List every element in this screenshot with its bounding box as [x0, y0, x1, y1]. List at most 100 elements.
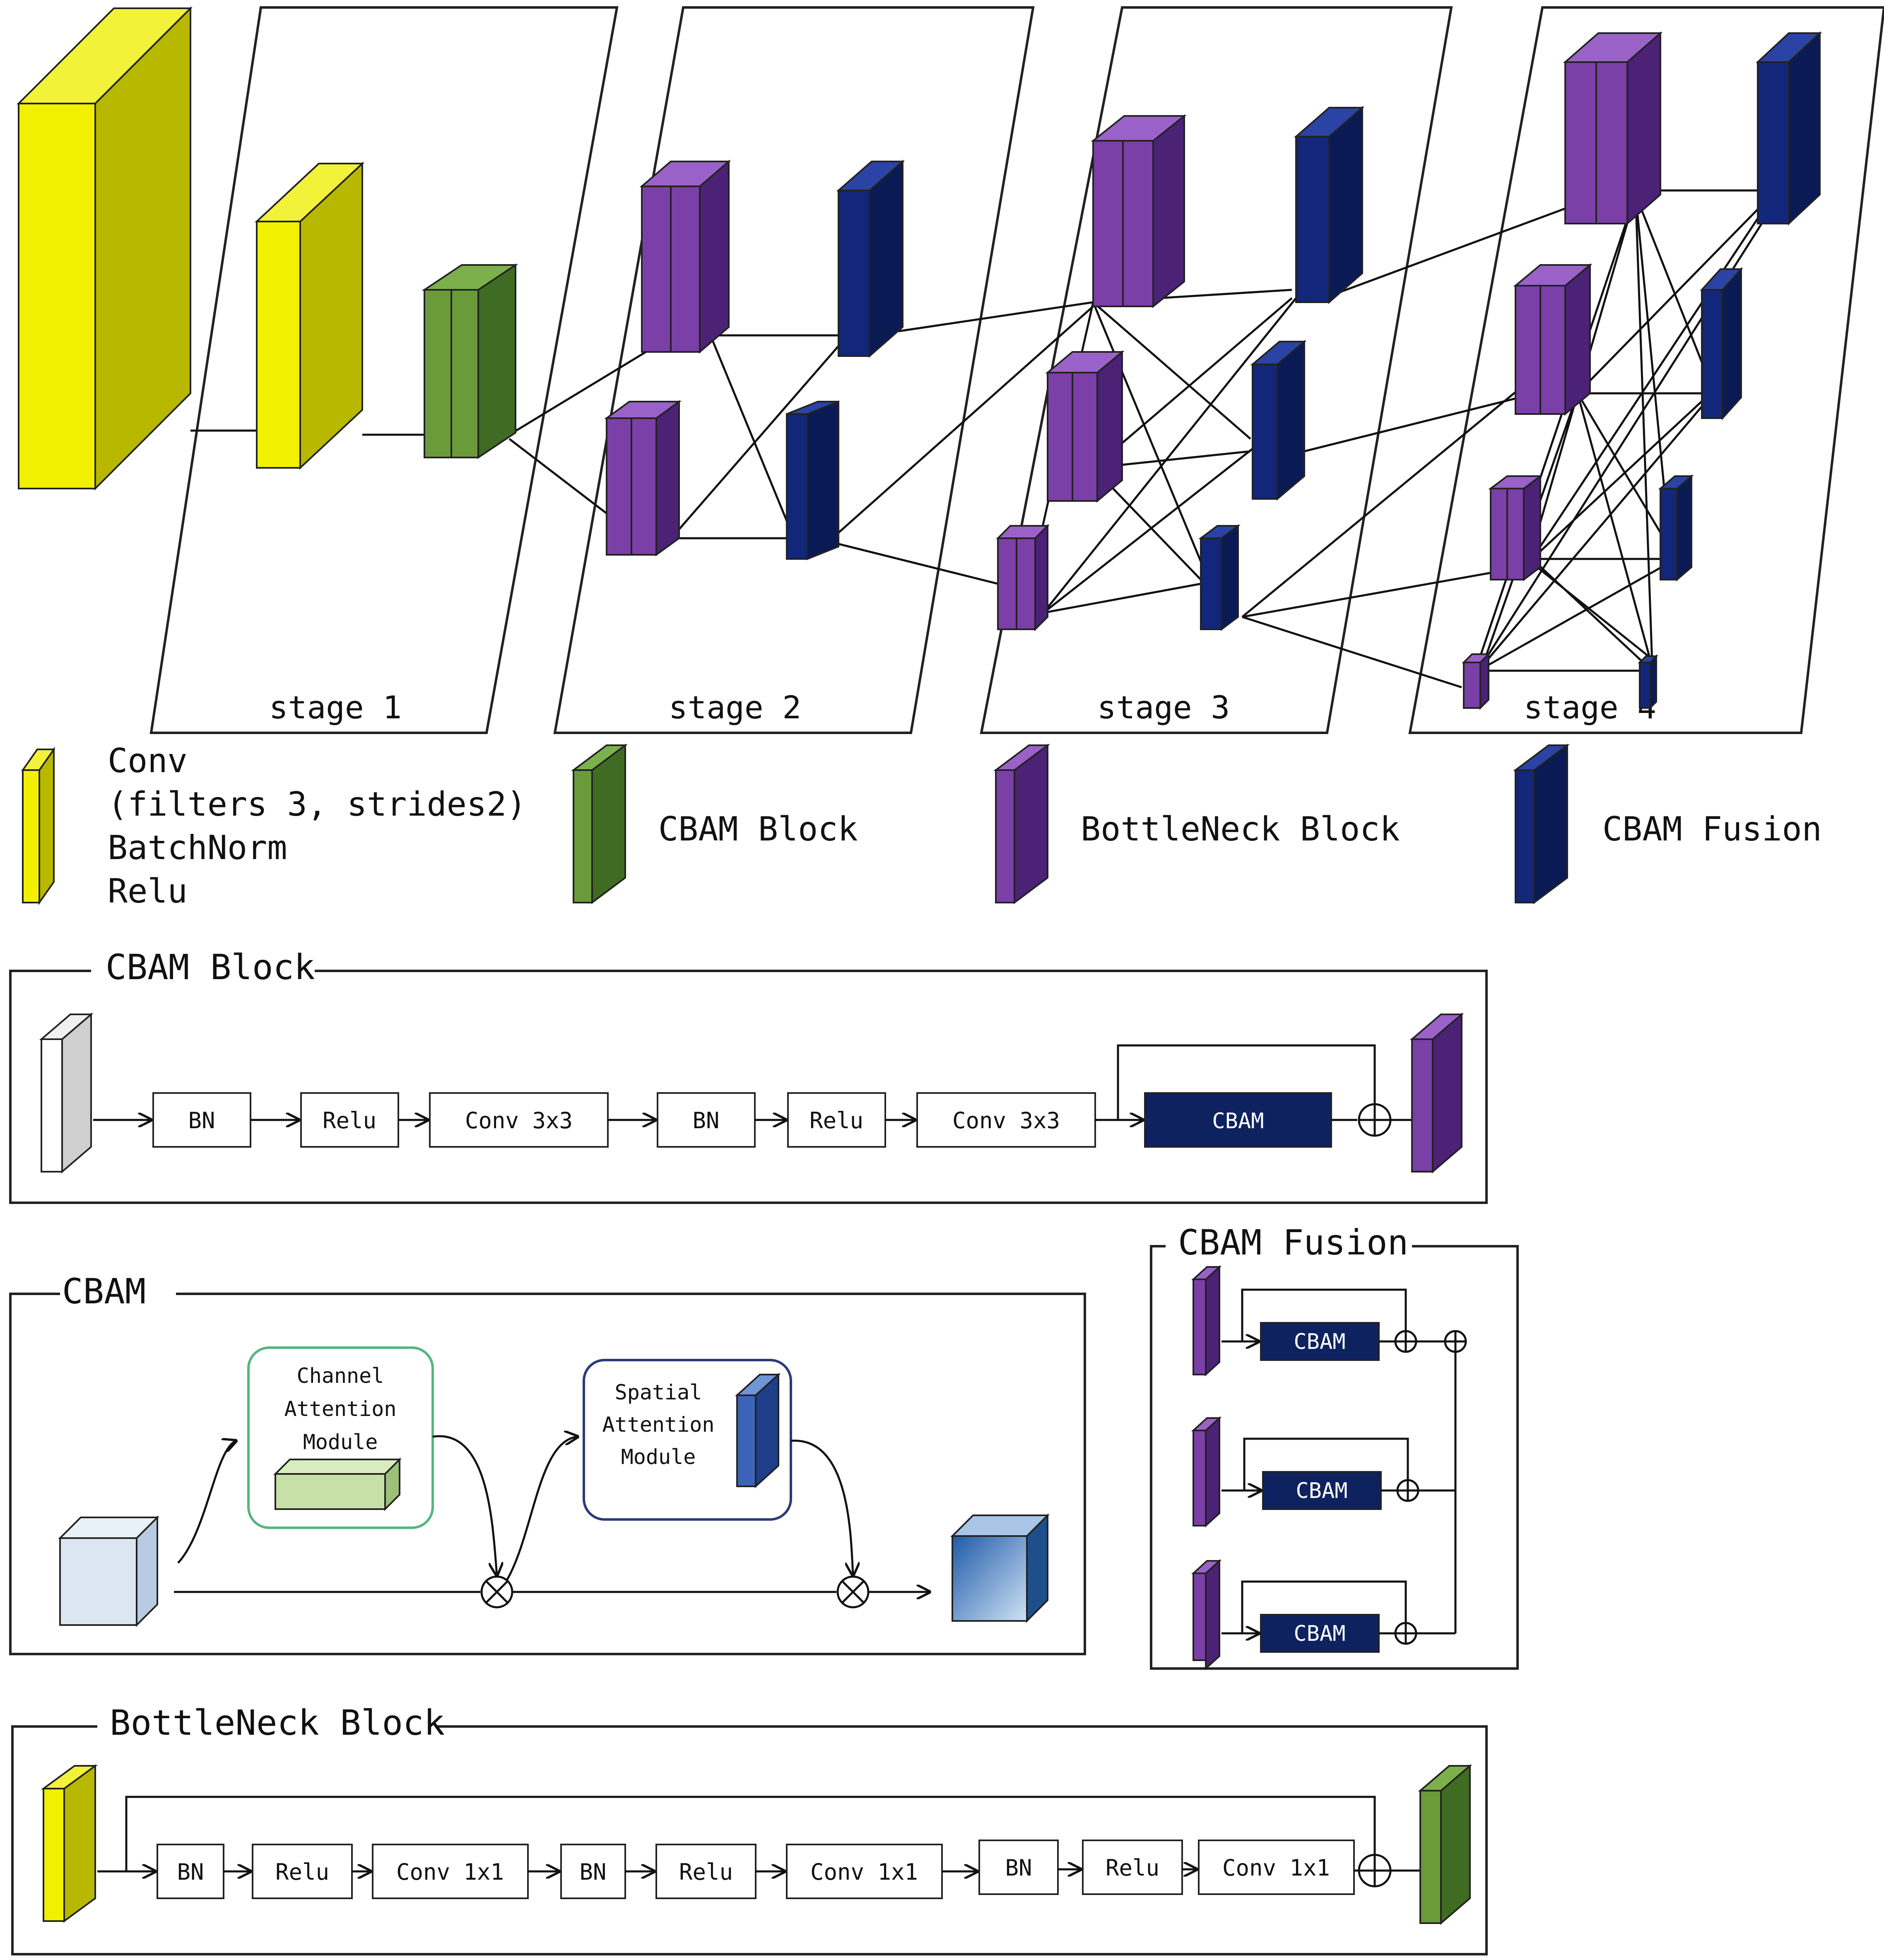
- stage-3-label: stage 3: [1097, 689, 1230, 726]
- channel-attention-line-2: Attention: [284, 1397, 397, 1421]
- stage4-fusion-1: [1755, 31, 1822, 226]
- bn-step-1-label: BN: [177, 1859, 204, 1885]
- cbam-step-attention-label: CBAM: [1212, 1109, 1264, 1134]
- network-overview: stage 1 stage 2 stage 3 stage 4: [17, 6, 1884, 734]
- cbam-fusion-panel: CBAM Fusion CBAM: [1150, 1222, 1519, 1671]
- fusion-row-2-cbam: [1262, 1471, 1382, 1510]
- stage1-cbam-block: [422, 263, 518, 459]
- legend-conv-line-2: (filters 3, strides2): [108, 785, 526, 823]
- spatial-attention-line-3: Module: [621, 1445, 696, 1469]
- stage4-bottleneck-4: [1462, 652, 1491, 710]
- channel-attention-line-3: Module: [303, 1430, 378, 1454]
- legend-conv-swatch: [21, 746, 55, 905]
- cbam-step-conv-1-label: Conv 3x3: [465, 1108, 573, 1134]
- stage2-fusion-bottom: [786, 400, 839, 560]
- stage4-bottleneck-3: [1488, 474, 1543, 581]
- fusion-row-2-sum: [1396, 1479, 1419, 1502]
- stage-1-label: stage 1: [269, 689, 402, 726]
- stage3-bottleneck-1: [1091, 114, 1187, 308]
- stage3-fusion-1: [1294, 106, 1365, 304]
- bn-step-7-label: BN: [1005, 1855, 1032, 1881]
- bn-step-6-label: Conv 1x1: [810, 1859, 918, 1885]
- fusion-row-1-sum: [1394, 1330, 1417, 1353]
- legend-cbam-block-label: CBAM Block: [658, 810, 858, 848]
- bn-step-9-label: Conv 1x1: [1222, 1855, 1330, 1881]
- cbam-step-bn-1-label: BN: [188, 1108, 215, 1134]
- cbam-panel: CBAM Channel Attention Module Spatial At…: [9, 1271, 1086, 1655]
- legend-conv-line-1: Conv: [108, 742, 188, 780]
- spatial-attention-line-2: Attention: [602, 1413, 715, 1437]
- cbam-step-conv-2-label: Conv 3x3: [952, 1108, 1060, 1134]
- bn-step-6: [786, 1844, 943, 1899]
- stage-1-frame: [149, 6, 619, 734]
- cbam-step-conv-2: [916, 1092, 1096, 1148]
- channel-attention-line-1: Channel: [297, 1364, 384, 1388]
- fusion-row-2-cbam-label: CBAM: [1296, 1478, 1347, 1503]
- bn-step-3-label: Conv 1x1: [396, 1859, 504, 1885]
- fusion-row-1-input: [1191, 1265, 1222, 1377]
- bottleneck-panel: BottleNeck Block BN Relu Conv 1x1 BN Rel…: [11, 1702, 1488, 1955]
- cbam-output-cube: [950, 1513, 1050, 1623]
- stage2-fusion-top: [836, 159, 905, 358]
- stage3-fusion-2: [1250, 340, 1307, 501]
- stage4-fusion-2: [1700, 267, 1743, 421]
- fusion-row-3-input: [1191, 1559, 1222, 1671]
- stage-3-frame: [980, 6, 1453, 734]
- cbam-step-conv-1: [429, 1092, 609, 1148]
- legend-conv-line-3: BatchNorm: [108, 828, 287, 867]
- spatial-multiply-op: [836, 1575, 870, 1608]
- legend: Conv (filters 3, strides2) BatchNorm Rel…: [21, 742, 1822, 910]
- cbam-fusion-panel-title: CBAM Fusion: [1178, 1222, 1408, 1263]
- fusion-row-3-sum: [1394, 1622, 1417, 1645]
- cbam-step-relu-1-label: Relu: [323, 1108, 376, 1134]
- bn-step-7: [978, 1840, 1059, 1895]
- cbam-step-bn-2: [657, 1092, 756, 1148]
- legend-bottleneck-swatch: [993, 744, 1050, 904]
- stage4-bottleneck-1: [1563, 31, 1663, 226]
- bottleneck-output-cube: [1418, 1764, 1472, 1925]
- stage2-bottleneck-top: [639, 159, 731, 354]
- bottleneck-input-cube: [41, 1764, 98, 1923]
- stage3-bottleneck-3: [996, 524, 1050, 631]
- bn-step-8: [1082, 1840, 1183, 1895]
- legend-cbam-fusion-label: CBAM Fusion: [1602, 810, 1822, 848]
- cbam-panel-title: CBAM: [62, 1271, 146, 1312]
- stage-2-frame: [553, 6, 1035, 734]
- legend-cbam-fusion-swatch: [1513, 744, 1570, 904]
- cbam-panel-input-cube: [39, 1012, 94, 1174]
- cbam-panel-output-cube: [1409, 1012, 1464, 1174]
- channel-attention-feature-bar: [273, 1457, 402, 1511]
- stage-2-label: stage 2: [669, 689, 801, 726]
- stage4-bottleneck-2: [1513, 263, 1592, 416]
- stage-4-frame: [1408, 6, 1884, 734]
- cbam-step-relu-2-label: Relu: [809, 1108, 863, 1134]
- bn-step-5: [655, 1844, 756, 1899]
- cbam-step-attention: [1144, 1092, 1332, 1148]
- cbam-step-bn-2-label: BN: [692, 1108, 719, 1134]
- legend-bottleneck-label: BottleNeck Block: [1081, 810, 1400, 848]
- fusion-row-3-cbam-label: CBAM: [1294, 1621, 1345, 1646]
- fusion-row-2-input: [1191, 1416, 1222, 1528]
- stage3-bottleneck-2: [1045, 350, 1125, 503]
- stage1-conv-block: [254, 161, 365, 470]
- cbam-block-panel: CBAM Block BN Relu Conv 3x3 BN Relu Conv…: [9, 947, 1488, 1204]
- cbam-input-cube: [58, 1515, 159, 1627]
- bn-step-8-label: Relu: [1106, 1855, 1159, 1881]
- bn-step-5-label: Relu: [679, 1859, 733, 1885]
- stage4-fusion-3: [1658, 474, 1694, 582]
- bn-step-4: [560, 1844, 626, 1899]
- stage-4-label: stage 4: [1524, 689, 1656, 726]
- fusion-row-3-cbam: [1260, 1614, 1380, 1653]
- fusion-total-sum: [1444, 1330, 1467, 1353]
- spatial-attention-map: [735, 1372, 781, 1488]
- stage2-bottleneck-bottom: [604, 400, 682, 556]
- bottleneck-sum-op: [1358, 1854, 1392, 1888]
- cbam-step-relu-1: [300, 1092, 399, 1148]
- legend-cbam-block-swatch: [571, 744, 628, 904]
- bottleneck-panel-title: BottleNeck Block: [110, 1702, 445, 1743]
- cbam-block-panel-title: CBAM Block: [106, 947, 315, 987]
- bn-step-2-label: Relu: [275, 1859, 329, 1885]
- bn-step-9: [1198, 1840, 1355, 1895]
- legend-conv-line-4: Relu: [108, 872, 188, 910]
